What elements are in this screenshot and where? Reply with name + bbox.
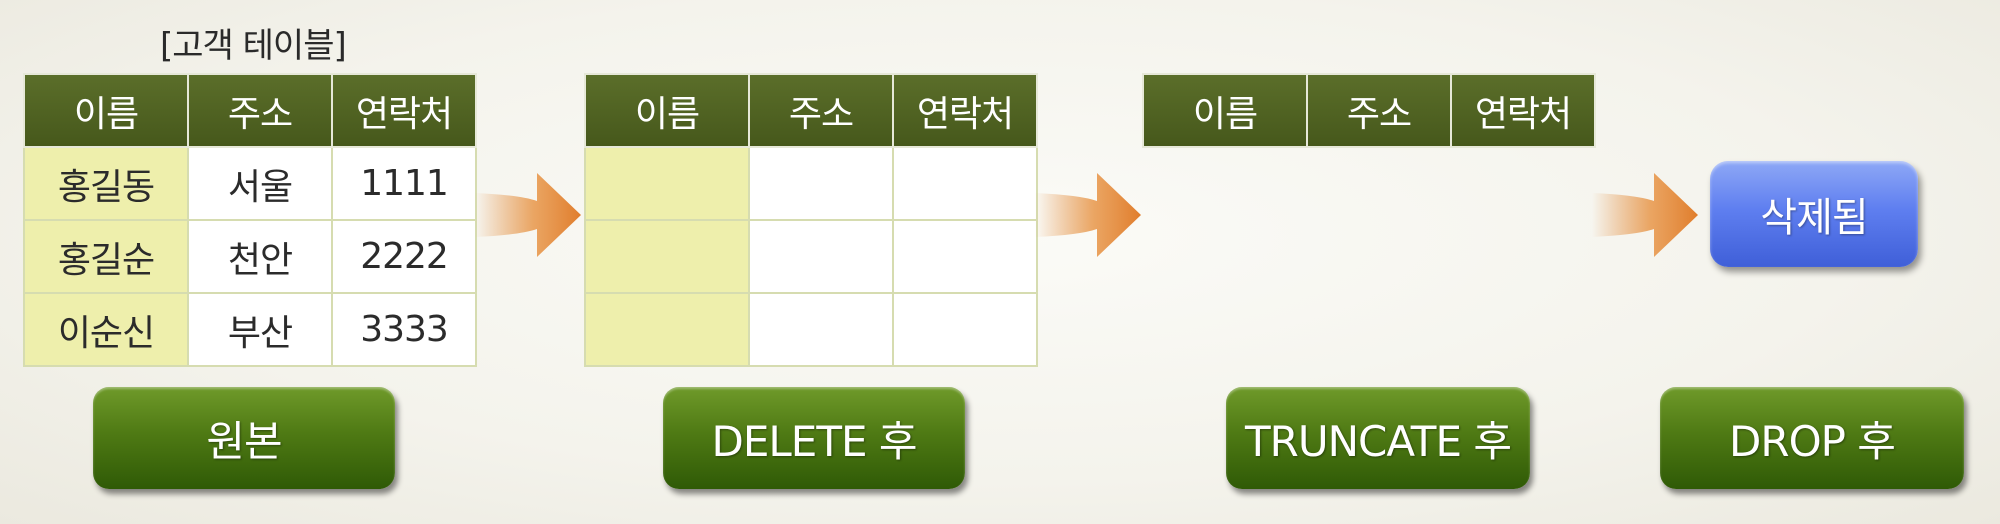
table-caption: [고객 테이블] (160, 26, 347, 66)
delete-button: DELETE 후 (663, 387, 965, 489)
truncate-button: TRUNCATE 후 (1226, 387, 1530, 489)
cell-address: 서울 (187, 146, 333, 221)
cell-name: 홍길동 (23, 146, 189, 221)
table-row (584, 292, 1038, 367)
cell-address: 부산 (187, 292, 333, 367)
cell-contact: 1111 (331, 146, 477, 221)
cell-contact: 2222 (331, 219, 477, 294)
table-row: 홍길순 천안 2222 (23, 219, 477, 294)
header-name: 이름 (584, 73, 750, 148)
header-contact: 연락처 (892, 73, 1038, 148)
table-row (584, 219, 1038, 294)
empty-cell (584, 146, 750, 221)
cell-name: 홍길순 (23, 219, 189, 294)
table-header-row: 이름 주소 연락처 (584, 73, 1038, 148)
empty-cell (748, 292, 894, 367)
header-address: 주소 (1306, 73, 1452, 148)
cell-address: 천안 (187, 219, 333, 294)
header-address: 주소 (748, 73, 894, 148)
original-button: 원본 (93, 387, 395, 489)
arrow-right-icon (1592, 165, 1702, 265)
empty-cell (892, 292, 1038, 367)
table-header-row: 이름 주소 연락처 (1142, 73, 1596, 148)
header-address: 주소 (187, 73, 333, 148)
header-name: 이름 (23, 73, 189, 148)
table-row: 이순신 부산 3333 (23, 292, 477, 367)
cell-name: 이순신 (23, 292, 189, 367)
empty-cell (748, 219, 894, 294)
cell-contact: 3333 (331, 292, 477, 367)
arrow-right-icon (1035, 165, 1145, 265)
table-header-row: 이름 주소 연락처 (23, 73, 477, 148)
empty-cell (584, 292, 750, 367)
table-row: 홍길동 서울 1111 (23, 146, 477, 221)
header-name: 이름 (1142, 73, 1308, 148)
empty-cell (584, 219, 750, 294)
header-contact: 연락처 (1450, 73, 1596, 148)
drop-button: DROP 후 (1660, 387, 1964, 489)
arrow-right-icon (475, 165, 585, 265)
header-contact: 연락처 (331, 73, 477, 148)
table-row (584, 146, 1038, 221)
empty-cell (748, 146, 894, 221)
after-truncate-table: 이름 주소 연락처 (1142, 73, 1596, 148)
original-table: 이름 주소 연락처 홍길동 서울 1111 홍길순 천안 2222 이순신 부산… (23, 73, 477, 367)
empty-cell (892, 219, 1038, 294)
after-delete-table: 이름 주소 연락처 (584, 73, 1038, 367)
empty-cell (892, 146, 1038, 221)
deleted-badge: 삭제됨 (1710, 161, 1918, 267)
